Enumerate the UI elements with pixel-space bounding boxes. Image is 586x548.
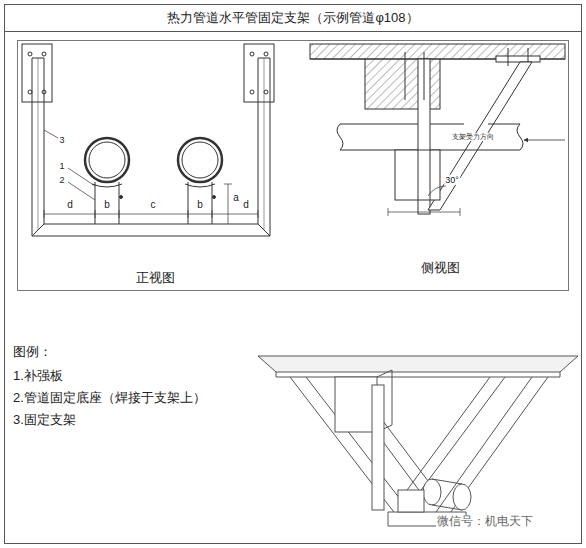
legend-heading: 图例： <box>13 345 52 360</box>
dimension-label: d <box>66 199 74 211</box>
watermark: 微信号：机电天下 <box>436 515 534 529</box>
view-caption: 正视图 <box>136 271 175 286</box>
perspective-view <box>258 356 578 526</box>
dimension-label: c <box>150 199 157 211</box>
dimension-label: d <box>242 199 250 211</box>
callout-number: 1 <box>58 161 65 171</box>
legend-item: 2.管道固定底座（焊接于支架上） <box>13 391 206 406</box>
callout-number: 2 <box>58 175 65 185</box>
front-view <box>22 44 274 236</box>
legend-item: 1.补强板 <box>13 369 63 384</box>
view-caption: 侧视图 <box>421 261 460 276</box>
force-direction-label: 支架受力方向 <box>451 133 495 141</box>
dimension-label: b <box>103 199 111 211</box>
angle-label: 30° <box>444 175 460 185</box>
callout-number: 3 <box>58 135 65 145</box>
legend-item: 3.固定支架 <box>13 413 76 428</box>
diagram-title: 热力管道水平管固定支架（示例管道φ108） <box>167 11 418 26</box>
dimension-label: b <box>196 199 204 211</box>
dimension-label: a <box>232 192 240 204</box>
side-view <box>310 44 565 216</box>
